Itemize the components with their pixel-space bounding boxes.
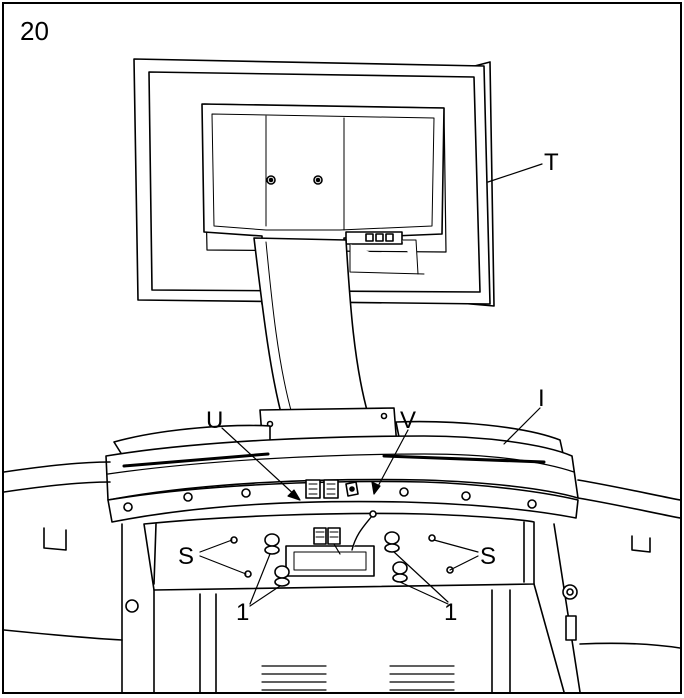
callout-1-right: 1 <box>444 599 457 626</box>
callout-t: T <box>544 149 559 176</box>
callout-u: U <box>206 407 223 434</box>
wire-connectors <box>305 479 359 499</box>
base-frame <box>4 510 680 692</box>
callout-s-right: S <box>480 543 496 570</box>
callout-s-left: S <box>178 543 194 570</box>
callout-i: I <box>538 385 545 412</box>
handlebar <box>105 420 579 523</box>
assembly-drawing: 20 T U V I S S 1 1 <box>4 16 680 692</box>
callout-1-left: 1 <box>236 599 249 626</box>
callout-v: V <box>400 407 416 434</box>
leader-lines <box>199 163 543 607</box>
step-number: 20 <box>20 16 49 46</box>
